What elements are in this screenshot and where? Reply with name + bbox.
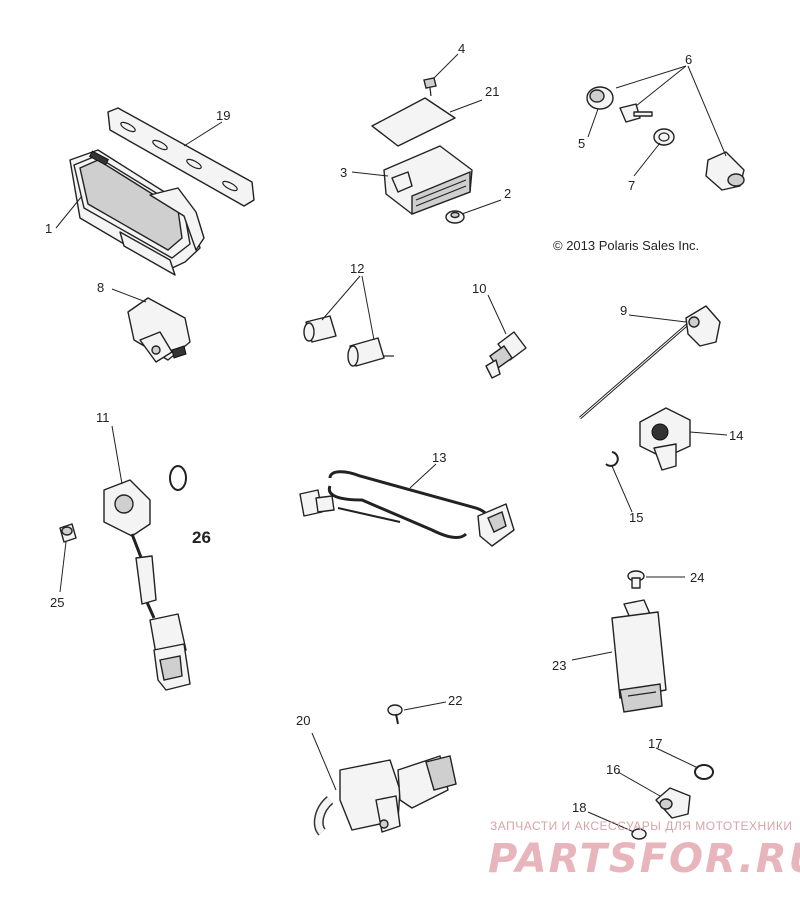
callout-labels: 1 2 3 4 5 6 7 8 9 10 11 12 13 14 15 16 1… bbox=[45, 41, 743, 815]
part-6-sensor[interactable] bbox=[705, 151, 745, 191]
callout-16: 16 bbox=[606, 762, 620, 777]
callout-11: 11 bbox=[96, 410, 110, 425]
part-24-bolt[interactable] bbox=[627, 570, 645, 589]
callout-25: 25 bbox=[50, 595, 64, 610]
callout-15: 15 bbox=[629, 510, 643, 525]
callout-4: 4 bbox=[458, 41, 465, 56]
part-12-fuse-b[interactable] bbox=[347, 337, 394, 367]
callout-9: 9 bbox=[620, 303, 627, 318]
part-23-module[interactable] bbox=[611, 599, 667, 713]
callout-17: 17 bbox=[648, 736, 662, 751]
part-1-ecu[interactable] bbox=[69, 149, 205, 276]
part-2-nut[interactable] bbox=[445, 210, 465, 224]
callout-20: 20 bbox=[296, 713, 310, 728]
part-17-o-ring[interactable] bbox=[694, 764, 714, 780]
part-5-grommet[interactable] bbox=[586, 86, 614, 110]
callout-19: 19 bbox=[216, 108, 230, 123]
callout-21: 21 bbox=[485, 84, 499, 99]
callout-24: 24 bbox=[690, 570, 704, 585]
part-12-fuse-a[interactable] bbox=[303, 315, 337, 343]
part-19-bracket[interactable] bbox=[107, 107, 255, 207]
part-16-sensor[interactable] bbox=[655, 787, 691, 819]
callout-23: 23 bbox=[552, 658, 566, 673]
callout-1: 1 bbox=[45, 221, 52, 236]
callout-6: 6 bbox=[685, 52, 692, 67]
part-26-o-ring[interactable] bbox=[169, 465, 187, 491]
callout-3: 3 bbox=[340, 165, 347, 180]
callout-12: 12 bbox=[350, 261, 364, 276]
watermark: ЗАПЧАСТИ И АКСЕССУАРЫ ДЛЯ МОТОТЕХНИКИ PA… bbox=[488, 819, 800, 882]
callout-13: 13 bbox=[432, 450, 446, 465]
watermark-caption: ЗАПЧАСТИ И АКСЕССУАРЫ ДЛЯ МОТОТЕХНИКИ bbox=[490, 819, 792, 833]
part-11-tps[interactable] bbox=[103, 479, 191, 691]
callout-5: 5 bbox=[578, 136, 585, 151]
copyright-notice: © 2013 Polaris Sales Inc. bbox=[553, 238, 699, 253]
part-18-bolt[interactable] bbox=[631, 828, 647, 840]
callout-2: 2 bbox=[504, 186, 511, 201]
part-4-screw[interactable] bbox=[423, 77, 437, 97]
part-20-valve[interactable] bbox=[313, 755, 457, 836]
leader-lines bbox=[55, 53, 728, 833]
part-10-temp-sensor[interactable] bbox=[485, 331, 527, 379]
part-3-relay-box[interactable] bbox=[383, 145, 473, 216]
part-21-gasket[interactable] bbox=[371, 97, 456, 147]
part-8-map-sensor[interactable] bbox=[127, 297, 191, 363]
callout-22: 22 bbox=[448, 693, 462, 708]
callout-18: 18 bbox=[572, 800, 586, 815]
callout-8: 8 bbox=[97, 280, 104, 295]
part-14-knock-sensor[interactable] bbox=[639, 407, 691, 471]
callout-7: 7 bbox=[628, 178, 635, 193]
part-15-clip[interactable] bbox=[605, 451, 619, 467]
part-13-harness[interactable] bbox=[299, 470, 515, 547]
part-22-screw[interactable] bbox=[387, 704, 403, 725]
callout-14: 14 bbox=[729, 428, 743, 443]
callout-26: 26 bbox=[192, 528, 211, 547]
part-7-washer[interactable] bbox=[653, 128, 675, 146]
part-9-speed-sensor[interactable] bbox=[579, 305, 721, 420]
part-6-clip[interactable] bbox=[619, 103, 653, 123]
callout-10: 10 bbox=[472, 281, 486, 296]
part-25-bolt[interactable] bbox=[59, 523, 77, 543]
watermark-logo: PARTSFOR.RU bbox=[488, 836, 800, 882]
